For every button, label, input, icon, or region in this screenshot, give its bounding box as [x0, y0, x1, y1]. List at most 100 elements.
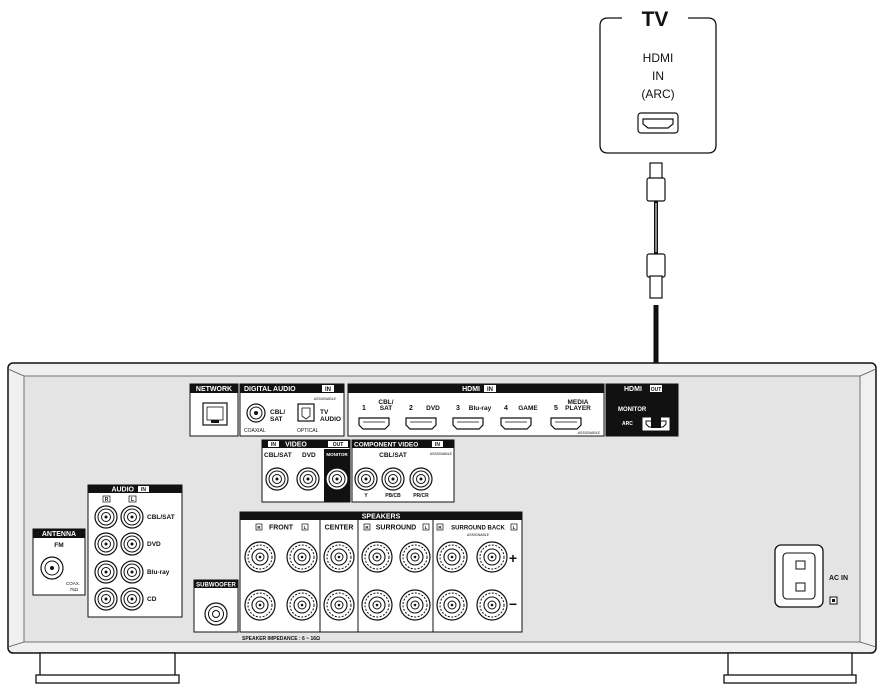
- speaker-terminal-minus-icon: [244, 589, 276, 621]
- hdmi-input-port-icon: [452, 417, 484, 430]
- component-assignable: ASSIGNABLE: [430, 452, 453, 456]
- digital-audio-section: DIGITAL AUDIO IN ASSIGNABLE CBL/ SAT COA…: [239, 383, 345, 437]
- surround-back-assignable: ASSIGNABLE: [467, 533, 490, 537]
- component-video-label: COMPONENT VIDEO: [354, 442, 418, 449]
- component-pb-label: PB/CB: [385, 493, 401, 499]
- video-in-badge: IN: [271, 442, 276, 448]
- audio-r-jack-icon: [94, 587, 118, 611]
- front-r-mark: R: [257, 525, 261, 530]
- hdmi-in-badge: IN: [487, 387, 493, 393]
- coaxial-cbl-label-1: CBL/: [270, 409, 285, 416]
- hdmi-input-name: PLAYER: [565, 405, 591, 412]
- video-dvd-label: DVD: [302, 452, 316, 459]
- speaker-terminal-minus-icon: [361, 589, 393, 621]
- hdmi-input-number: 4: [504, 405, 508, 412]
- network-label: NETWORK: [196, 386, 232, 393]
- tv-hdmi-port-icon: [637, 112, 679, 134]
- speaker-terminal-minus-icon: [286, 589, 318, 621]
- audio-row-bluray: Blu-ray: [147, 569, 170, 576]
- speaker-terminal-plus-icon: [286, 541, 318, 573]
- hdmi-input-name: GAME: [518, 405, 538, 412]
- audio-r-jack-icon: [94, 532, 118, 556]
- speaker-impedance-label: SPEAKER IMPEDANCE : 6 ~ 16Ω: [242, 636, 320, 642]
- component-in-badge: IN: [435, 442, 440, 448]
- hdmi-input-port-icon: [550, 417, 582, 430]
- tv-port-label-1: HDMI: [643, 51, 674, 65]
- video-label: VIDEO: [285, 442, 307, 449]
- component-y-jack-icon: [354, 467, 378, 491]
- video-cbl-jack-icon: [265, 467, 289, 491]
- ac-in-label: AC IN: [829, 575, 848, 582]
- hdmi-input-number: 1: [362, 405, 366, 412]
- coaxial-cbl-label-2: SAT: [270, 416, 283, 423]
- audio-in-section: AUDIO IN R L CBL/SAT DVD Blu-ray CD: [87, 484, 183, 618]
- speaker-terminal-plus-icon: [399, 541, 431, 573]
- antenna-coax-label: COAX.: [66, 581, 80, 586]
- speakers-label: SPEAKERS: [362, 514, 401, 521]
- audio-r-label: R: [105, 497, 109, 503]
- component-pb-jack-icon: [381, 467, 405, 491]
- component-cbl-label: CBL/SAT: [379, 452, 407, 459]
- hdmi-in-label: HDMI: [462, 386, 480, 393]
- subwoofer-label: SUBWOOFER: [196, 583, 236, 589]
- audio-l-label: L: [131, 497, 134, 503]
- tv-port-label-3: (ARC): [641, 87, 674, 101]
- speaker-terminal-plus-icon: [323, 541, 355, 573]
- coaxial-label: COAXIAL: [244, 428, 266, 434]
- speaker-terminal-plus-icon: [476, 541, 508, 573]
- video-monitor-label: MONITOR: [326, 452, 348, 457]
- subwoofer-jack-icon: [204, 602, 228, 626]
- ac-in-section: AC IN: [774, 544, 848, 608]
- ethernet-port-icon: [202, 402, 228, 426]
- surround-back-l-mark: L: [513, 525, 516, 530]
- surround-back-r-mark: R: [438, 525, 442, 530]
- component-y-label: Y: [364, 493, 368, 499]
- surround-l-mark: L: [425, 525, 428, 530]
- plus-mark: +: [509, 550, 517, 566]
- audio-l-jack-icon: [120, 560, 144, 584]
- center-label: CENTER: [325, 525, 354, 532]
- optical-jack-icon: [297, 403, 315, 422]
- hdmi-input-name-top: CBL/: [378, 399, 393, 406]
- audio-in-label: AUDIO: [111, 487, 134, 494]
- hdmi-out-badge: OUT: [651, 387, 662, 393]
- tv-unit: TV HDMI IN (ARC): [599, 8, 717, 154]
- surround-r-mark: R: [365, 525, 369, 530]
- fm-antenna-jack-icon: [40, 556, 64, 580]
- audio-r-jack-icon: [94, 505, 118, 529]
- ac-inlet-icon: [774, 544, 824, 608]
- optical-tv-label-2: AUDIO: [320, 416, 341, 423]
- right-foot: [727, 652, 853, 678]
- antenna-fm-label: FM: [54, 542, 63, 549]
- front-l-mark: L: [304, 525, 307, 530]
- audio-row-cbl: CBL/SAT: [147, 514, 175, 521]
- audio-l-jack-icon: [120, 505, 144, 529]
- component-pr-jack-icon: [409, 467, 433, 491]
- hdmi-out-label: HDMI: [624, 386, 642, 393]
- video-out-badge: OUT: [333, 442, 344, 448]
- tv-port-label-2: IN: [652, 69, 664, 83]
- speaker-terminal-plus-icon: [244, 541, 276, 573]
- hdmi-input-name: DVD: [426, 405, 440, 412]
- hdmi-input-name: Blu-ray: [469, 405, 492, 412]
- hdmi-input-number: 3: [456, 405, 460, 412]
- hdmi-arc-label: ARC: [622, 421, 633, 427]
- hdmi-input-name-top: MEDIA: [568, 399, 589, 406]
- speaker-terminal-minus-icon: [476, 589, 508, 621]
- optical-label: OPTICAL: [297, 428, 319, 434]
- optical-tv-label-1: TV: [320, 409, 329, 416]
- hdmi-input-port-icon: [500, 417, 532, 430]
- audio-l-jack-icon: [120, 587, 144, 611]
- tv-title: TV: [642, 8, 669, 31]
- network-section: NETWORK: [189, 383, 239, 437]
- subwoofer-section: SUBWOOFER: [193, 579, 239, 633]
- hdmi-input-port-icon: [358, 417, 390, 430]
- hdmi-monitor-label: MONITOR: [618, 407, 647, 413]
- speakers-section: SPEAKERS R FRONT L CENTER R SURROUND L R…: [239, 511, 523, 642]
- minus-mark: −: [509, 596, 517, 612]
- hdmi-input-port-icon: [405, 417, 437, 430]
- video-monitor-jack-icon: [325, 467, 349, 491]
- video-cbl-label: CBL/SAT: [264, 452, 292, 459]
